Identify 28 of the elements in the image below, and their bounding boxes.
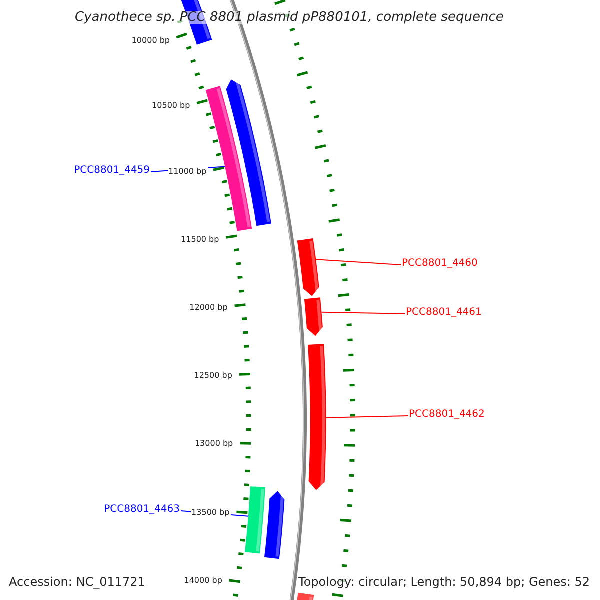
gene-feature bbox=[308, 344, 326, 490]
gene-label: PCC8801_4460 bbox=[402, 259, 478, 269]
leader-line bbox=[316, 259, 402, 266]
scale-label: 11000 bp bbox=[168, 167, 208, 178]
scale-label: 12500 bp bbox=[193, 370, 234, 381]
scale-label: 10000 bp bbox=[130, 36, 171, 46]
gene-label: PCC8801_4461 bbox=[406, 308, 482, 318]
gene-feature bbox=[264, 491, 285, 560]
gene-label: PCC8801_4462 bbox=[409, 410, 485, 420]
diagram-title: Cyanothece sp. PCC 8801 plasmid pP880101, complete sequence bbox=[75, 11, 504, 24]
leader-line bbox=[326, 416, 408, 418]
scale-label: 10500 bp bbox=[151, 100, 192, 111]
gene-feature bbox=[245, 486, 266, 554]
gene-label: PCC8801_4459 bbox=[74, 166, 150, 176]
scale-label: 13500 bp bbox=[190, 508, 231, 518]
accession-text: Accession: NC_011721 bbox=[9, 576, 146, 588]
gene-feature bbox=[178, 0, 212, 45]
gene-feature bbox=[226, 80, 272, 226]
scale-label: 13000 bp bbox=[194, 439, 234, 450]
scale-label: 14000 bp bbox=[183, 576, 224, 586]
gene-feature bbox=[295, 592, 314, 600]
leader-line bbox=[321, 312, 406, 314]
scale-label: 12000 bp bbox=[188, 302, 229, 312]
gene-feature bbox=[304, 298, 323, 336]
scale-label: 11500 bp bbox=[180, 234, 220, 245]
gene-label: PCC8801_4463 bbox=[104, 505, 180, 515]
gene-feature bbox=[206, 86, 252, 232]
gene-feature bbox=[297, 238, 320, 296]
